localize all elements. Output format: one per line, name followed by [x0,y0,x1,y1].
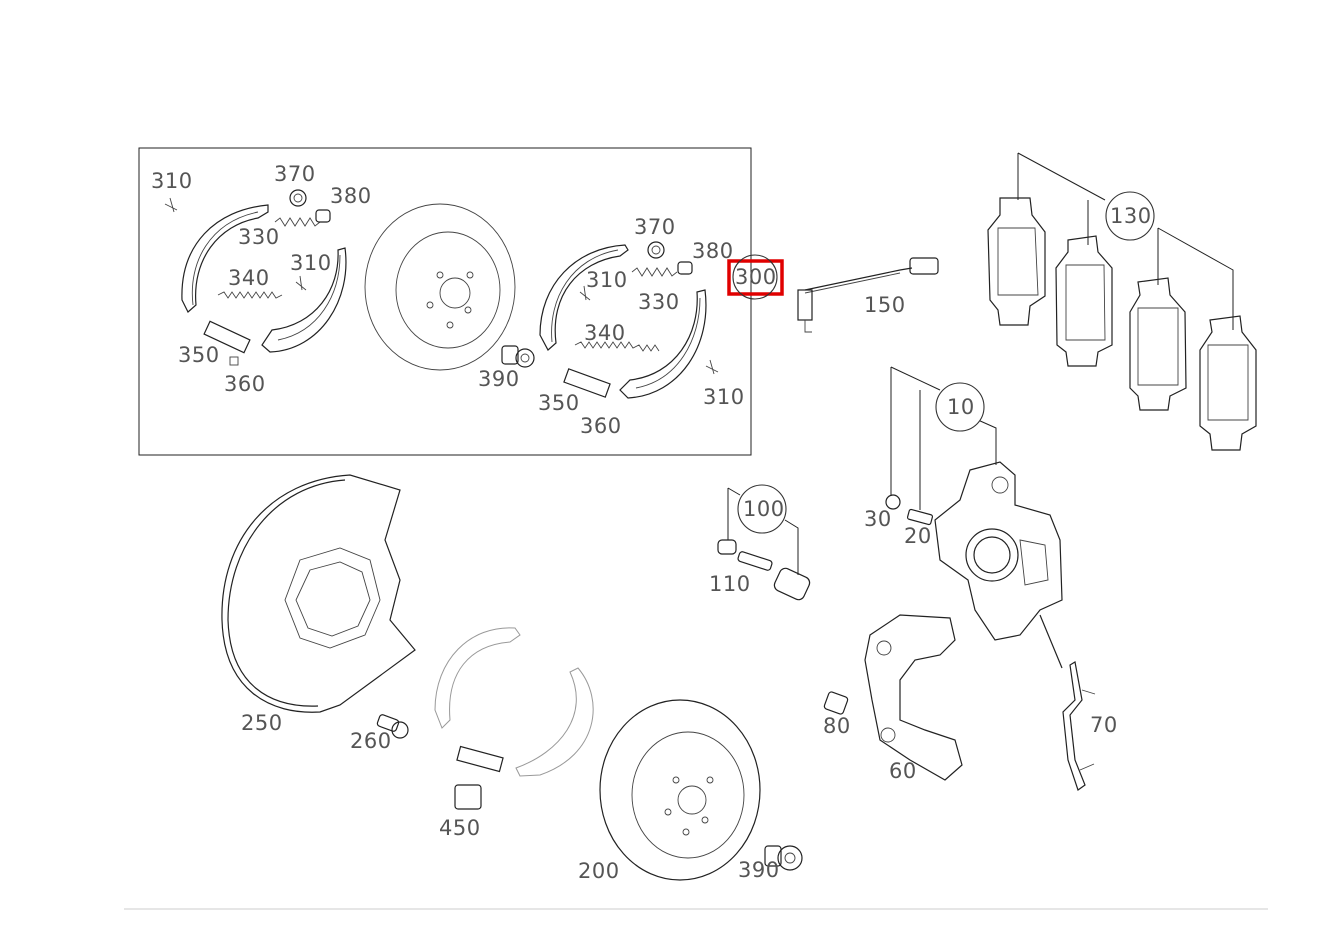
hold-down-370-left[interactable] [289,189,307,207]
brake-disc-200[interactable] [599,699,761,881]
label-110[interactable]: 110 [709,572,751,596]
spring-330-left[interactable] [274,217,321,227]
brake-shoe-right[interactable] [539,244,707,399]
spring-clip-70[interactable] [1039,614,1096,791]
highlight-box-300 [727,259,784,296]
label-60[interactable]: 60 [889,759,917,783]
label-350-a[interactable]: 350 [178,343,220,367]
caliper-carrier-60[interactable] [864,614,963,781]
bolt-390-frame[interactable] [501,345,535,368]
adjuster-350-left[interactable] [203,320,251,366]
label-360-b[interactable]: 360 [580,414,622,438]
label-310-d[interactable]: 310 [703,385,745,409]
group-circle-300 [732,254,778,300]
brake-shoe-left[interactable] [181,204,347,353]
clip-450[interactable] [454,784,482,810]
label-70[interactable]: 70 [1090,713,1118,737]
label-100[interactable]: 100 [743,497,785,521]
brake-shoe-lower[interactable] [434,627,594,777]
cap-380-right[interactable] [677,261,693,275]
adjuster-350-right[interactable] [563,368,611,398]
label-20[interactable]: 20 [904,524,932,548]
adjuster-lower[interactable] [456,745,504,773]
spring-330-right[interactable] [631,267,678,277]
pin-310-right[interactable] [579,285,719,375]
dust-shield-250[interactable] [221,474,416,713]
group-circle-10 [935,382,985,432]
label-310-b[interactable]: 310 [290,251,332,275]
bolt-390-lower[interactable] [764,845,803,871]
label-390-a[interactable]: 390 [478,367,520,391]
label-200[interactable]: 200 [578,859,620,883]
cap-380-left[interactable] [315,209,331,223]
label-350-b[interactable]: 350 [538,391,580,415]
label-370-b[interactable]: 370 [634,215,676,239]
bolt-80[interactable] [823,691,849,715]
label-260[interactable]: 260 [350,729,392,753]
label-380-a[interactable]: 380 [330,184,372,208]
group-circle-100 [737,484,787,534]
label-370-a[interactable]: 370 [274,162,316,186]
label-360-a[interactable]: 360 [224,372,266,396]
label-340-b[interactable]: 340 [584,321,626,345]
label-330-a[interactable]: 330 [238,225,280,249]
wear-sensor-150[interactable] [797,257,939,333]
pin-310-left[interactable] [164,197,307,291]
label-380-b[interactable]: 380 [692,239,734,263]
group-circle-130 [1105,191,1155,241]
parking-brake-frame [138,147,752,456]
brake-pad-set-130[interactable] [987,152,1257,451]
guide-pin-110[interactable] [717,539,812,602]
label-300[interactable]: 300 [735,265,777,289]
caliper-group-10-leads [890,366,997,510]
bleeder-cap-30[interactable] [885,494,901,510]
label-310-c[interactable]: 310 [586,268,628,292]
spring-340-right[interactable] [574,341,660,352]
label-150[interactable]: 150 [864,293,906,317]
guide-set-100-leads [727,487,799,575]
label-310-a[interactable]: 310 [151,169,193,193]
spring-340-left[interactable] [217,291,283,299]
bolt-260[interactable] [376,714,409,739]
label-340-a[interactable]: 340 [228,266,270,290]
bleeder-valve-20[interactable] [906,508,934,526]
label-80[interactable]: 80 [823,714,851,738]
label-450[interactable]: 450 [439,816,481,840]
label-10[interactable]: 10 [947,395,975,419]
label-330-b[interactable]: 330 [638,290,680,314]
label-30[interactable]: 30 [864,507,892,531]
brake-disc-frame[interactable] [364,203,516,371]
label-130[interactable]: 130 [1110,204,1152,228]
caliper-10[interactable] [934,461,1063,641]
hold-down-370-right[interactable] [647,241,665,259]
label-390-b[interactable]: 390 [738,858,780,882]
label-250[interactable]: 250 [241,711,283,735]
